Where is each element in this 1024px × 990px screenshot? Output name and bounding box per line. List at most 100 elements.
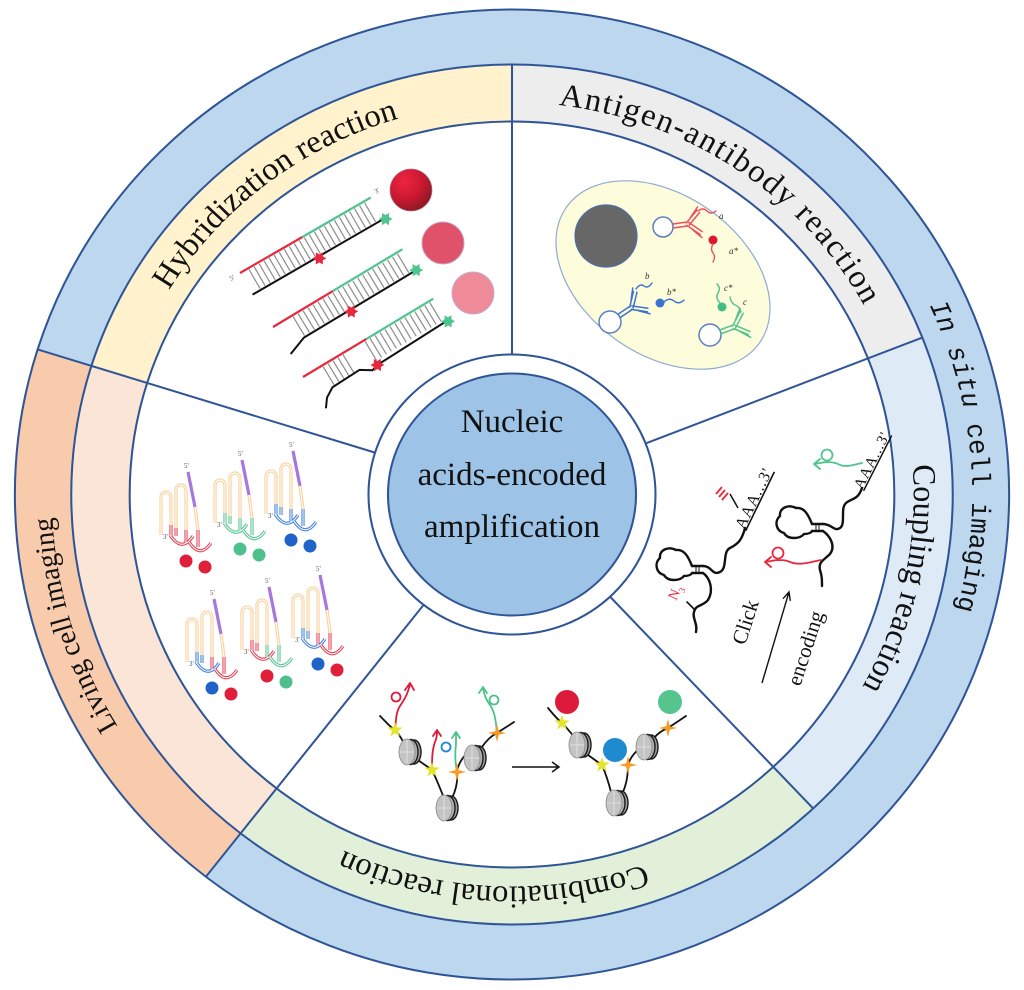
three-prime-label: 3' <box>268 512 273 520</box>
duplex-2 <box>272 248 425 355</box>
rna-lower-tail <box>692 571 713 634</box>
label-c-star: c* <box>724 283 733 293</box>
azide-subscript: 3 <box>677 586 688 595</box>
probe-unit: 5' 3' <box>187 589 238 701</box>
strand-c-star <box>716 283 721 304</box>
sector-band-coupling <box>773 337 953 809</box>
reporter-dot <box>179 554 193 568</box>
label-a-star: a* <box>729 246 739 256</box>
encoding-arrow <box>761 590 791 684</box>
fluorophore-pink <box>451 271 495 315</box>
label-a: a <box>719 211 724 221</box>
outer-ring-border <box>13 8 1011 981</box>
green-tag-circle <box>488 694 500 706</box>
five-prime-label: 5' <box>210 589 215 597</box>
label-c: c <box>743 297 747 307</box>
probe-unit: 5' 3' <box>293 565 344 677</box>
center-disc <box>386 372 638 617</box>
blue-reporter-dot <box>603 738 627 762</box>
nucleosome-icon <box>635 733 659 761</box>
nucleosome-icon <box>435 794 459 822</box>
antigen-bead <box>698 323 722 347</box>
reporter-dot <box>224 687 238 701</box>
three-prime-label: 3' <box>163 533 168 541</box>
red-tag-strand <box>431 729 442 771</box>
reporter-dot <box>279 675 293 689</box>
hybridization-illustration: 5' 3' <box>228 168 495 409</box>
reporter-dot <box>198 560 212 574</box>
red-tag-circle <box>771 546 785 560</box>
green-reporter-dot <box>658 690 682 714</box>
red-tag-strand <box>394 682 415 731</box>
antigen-antibody-illustration: a a* b b* c c* <box>555 180 771 370</box>
duplex-3 <box>302 297 457 409</box>
sector-band-combinational <box>240 766 814 925</box>
probe-unit: 5' 3' <box>266 441 317 553</box>
strand-b-star <box>663 298 685 304</box>
five-prime-label: 5' <box>265 577 270 585</box>
three-prime-label: 3' <box>189 660 194 668</box>
nucleosome-icon <box>463 744 487 772</box>
branch-tick <box>729 493 739 509</box>
sector-band-living <box>71 365 277 834</box>
five-prime-label: 5' <box>228 273 236 282</box>
duplex-1 <box>239 196 395 296</box>
living-cell-illustration: 5' 3' 5' 3' 5' 3' 5' 3' <box>161 441 344 701</box>
five-prime-label: 5' <box>316 565 321 573</box>
center-title-line-2: acids-encoded <box>418 457 607 493</box>
combinational-illustration <box>379 682 687 822</box>
red-tag-strand <box>764 556 822 568</box>
base-pairs <box>322 352 359 385</box>
blue-probe-dot <box>655 298 665 308</box>
three-prime-label: 3' <box>244 648 249 656</box>
probe-unit: 5' 3' <box>242 577 293 689</box>
reporter-dot <box>233 542 247 556</box>
probe-strand-red <box>302 337 367 378</box>
nucleus <box>574 204 638 268</box>
azide-linker <box>686 601 696 611</box>
strand-a-star <box>710 243 716 263</box>
nucleosome-icon <box>568 731 592 759</box>
label-b: b <box>645 271 650 281</box>
center-title-line-3: amplification <box>424 509 600 545</box>
target-strand <box>290 269 417 355</box>
strand-b <box>635 282 653 290</box>
probe-unit: 5' 3' <box>215 450 266 562</box>
rna-upper-tail <box>821 486 864 531</box>
red-tag-circle <box>390 691 402 703</box>
five-prime-label: 5' <box>184 462 189 470</box>
green-tag-circle <box>820 448 834 462</box>
antigen-bead <box>598 310 622 334</box>
base-pairs <box>292 252 412 336</box>
reporter-dot <box>311 657 325 671</box>
probe-strand-green <box>301 196 372 238</box>
red-probe-dot <box>708 235 718 245</box>
reporter-dot <box>252 548 266 562</box>
nucleosome-icon <box>398 738 422 766</box>
green-tag-strand <box>813 458 863 470</box>
divider-coupling-combinational <box>609 596 814 810</box>
fluorophore-dark-red <box>389 168 433 212</box>
red-reporter-dot <box>555 690 579 714</box>
probe-strand-red <box>272 290 334 328</box>
center-title-line-1: Nucleic <box>461 404 564 440</box>
base-pairs <box>364 302 442 361</box>
green-tag-strand <box>478 686 498 734</box>
center-title: Nucleic acids-encoded amplification <box>418 404 607 545</box>
label-b-star: b* <box>667 287 677 297</box>
five-prime-label: 5' <box>289 441 294 449</box>
reporter-dot <box>303 539 317 553</box>
three-prime-label: 3' <box>295 636 300 644</box>
azide-label: N3 <box>666 583 688 604</box>
strand-c <box>729 296 742 313</box>
antigen-bead <box>652 216 674 238</box>
divider-antigen-coupling <box>645 336 923 445</box>
sector-band-hybridization <box>91 64 513 383</box>
divider-combinational-living <box>205 604 425 878</box>
rna-lower-tail <box>818 529 834 588</box>
reporter-dot <box>260 669 274 683</box>
reporter-dot <box>205 681 219 695</box>
nucleosome-icon <box>605 789 629 817</box>
probe-unit: 5' 3' <box>161 462 212 574</box>
